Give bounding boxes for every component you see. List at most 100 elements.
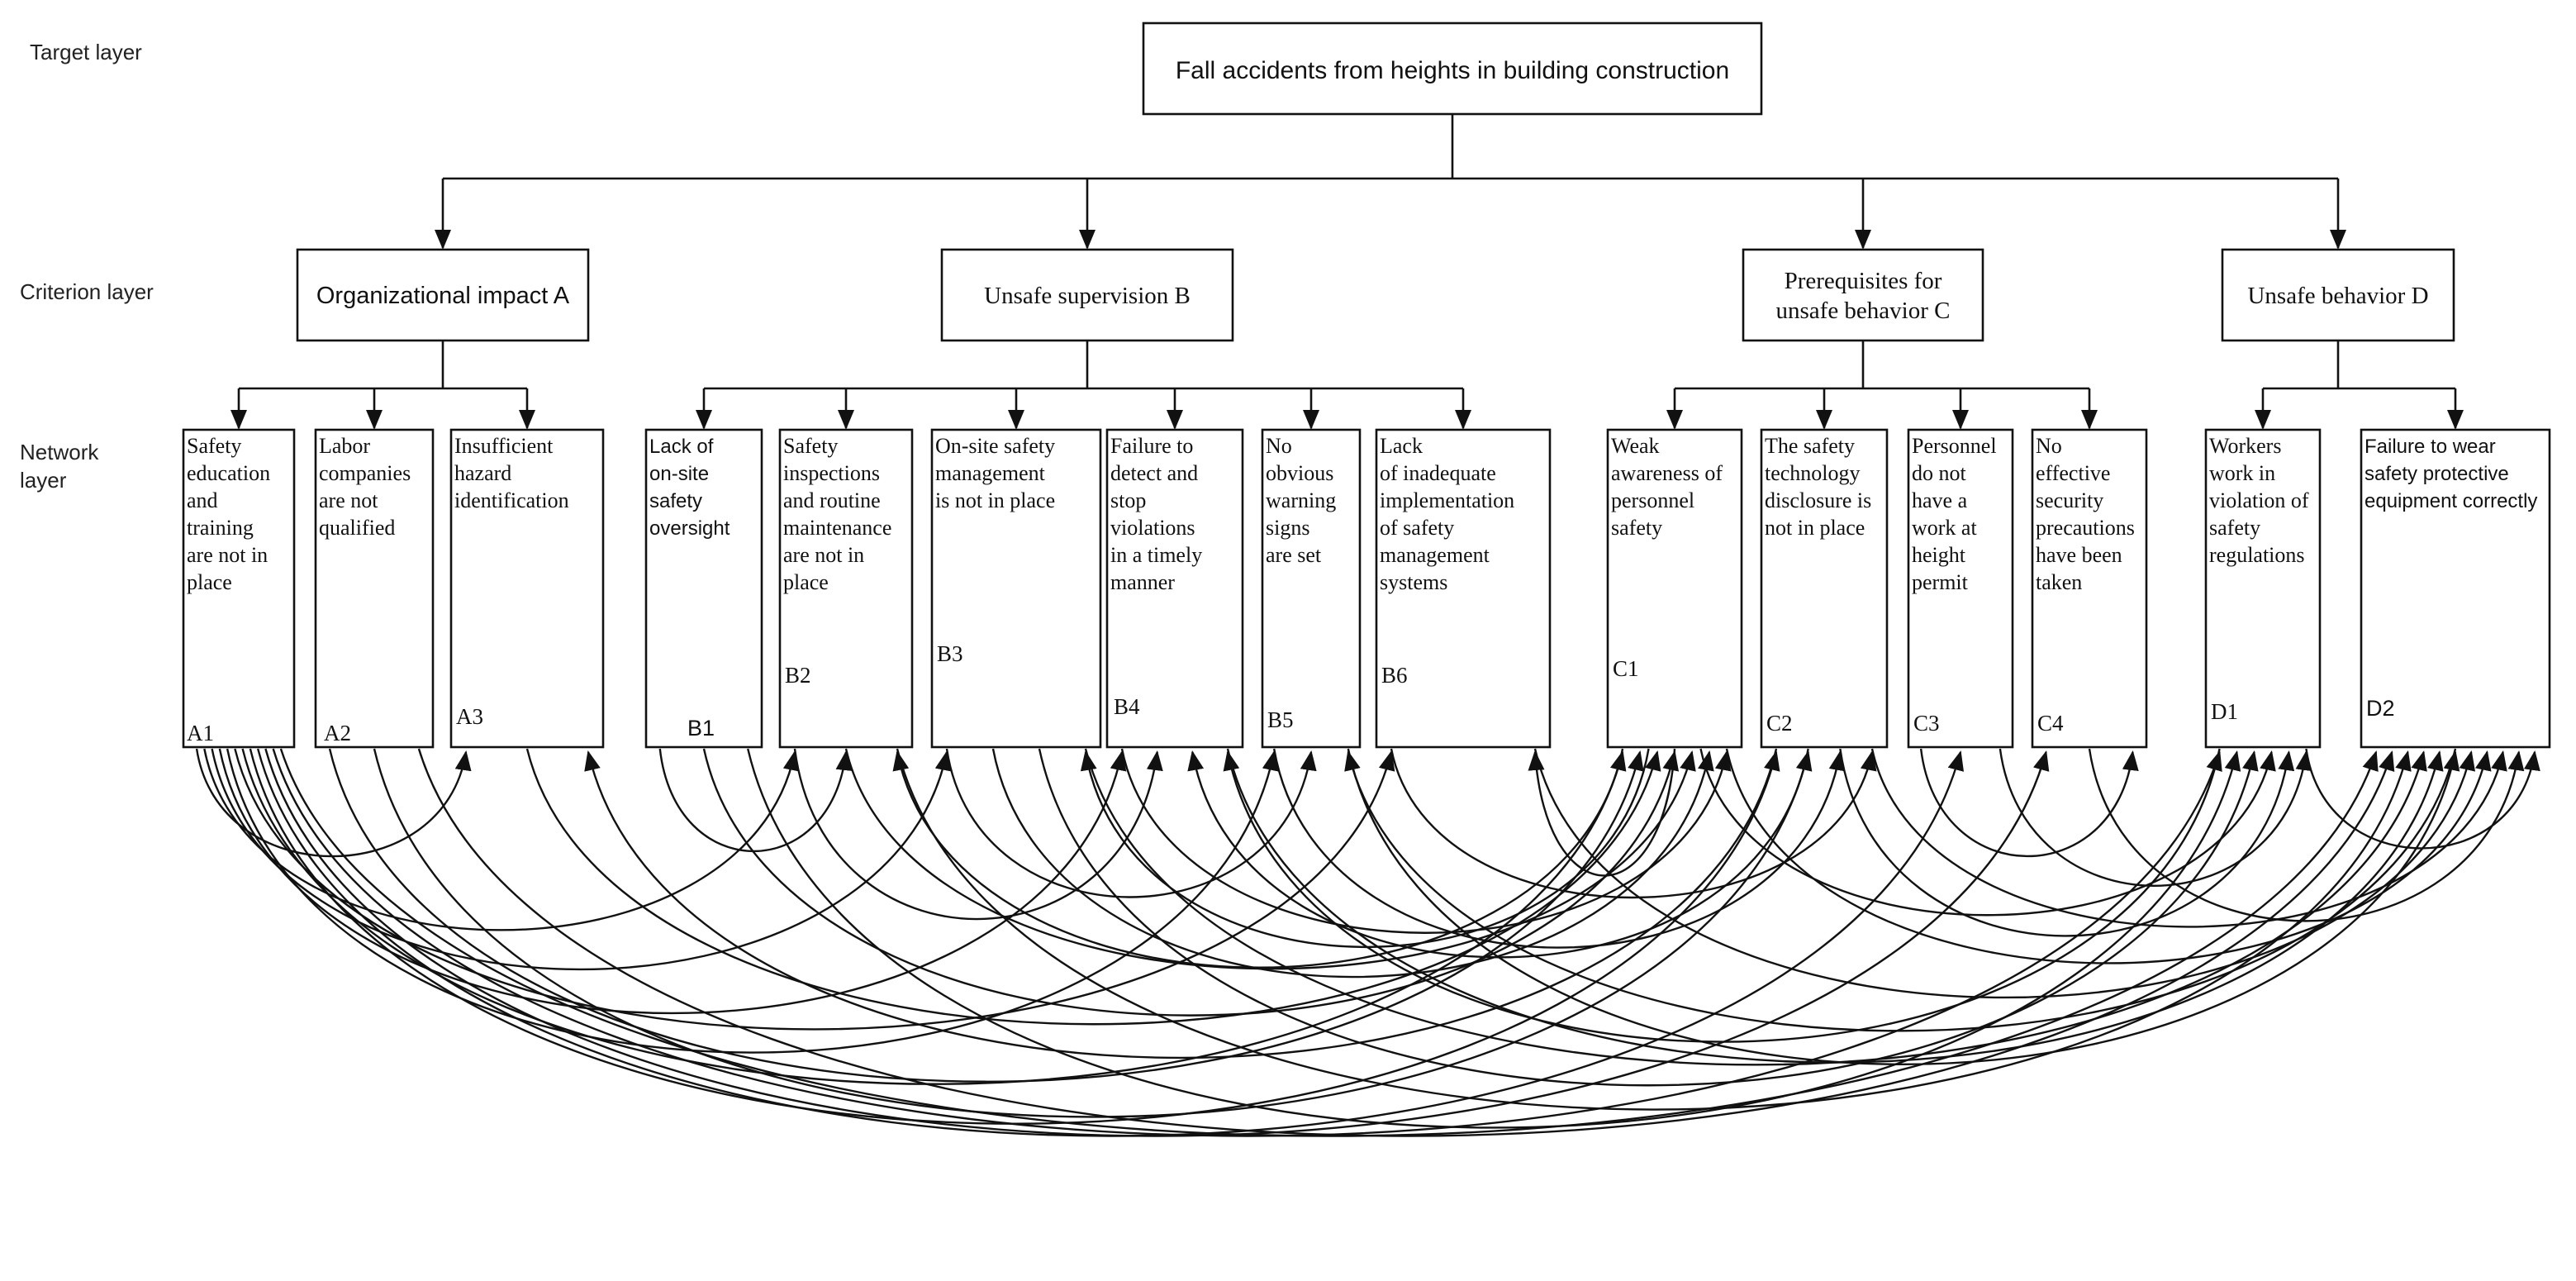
factor-C1-label-line: awareness of (1611, 461, 1723, 485)
factor-node-B6: Lack of inadequate implementation of safety… (1375, 428, 1552, 749)
influence-edge-B6-to-C2 (1390, 748, 1877, 899)
factor-A1-label-line: training (187, 516, 254, 540)
factor-C1-label-line: safety (1611, 516, 1662, 540)
influence-edge-B4-to-C1 (1120, 748, 1732, 934)
influence-edge-C2-to-D1 (1839, 748, 2295, 937)
criterion-node-B: Unsafe supervision B (940, 248, 1234, 342)
criterion-C-label-line: Prerequisites for (1785, 268, 1942, 294)
criterion-layer-label: Criterion layer (20, 279, 154, 304)
factor-B4-code: B4 (1114, 694, 1140, 719)
factor-A1-label-line: are not in (187, 543, 268, 567)
factor-C4-label-line: have been (2036, 543, 2122, 567)
factor-A1-label-line: place (187, 570, 232, 594)
influence-edge-B3-to-B5 (945, 748, 1317, 898)
hierarchy-connectors (231, 114, 2464, 430)
factor-B2-label-line: inspections (783, 461, 880, 485)
factor-B6-label-line: of inadequate (1380, 461, 1496, 485)
influence-edge-D2-to-B5 (1344, 748, 2457, 1032)
factor-C4-label-line: No (2036, 434, 2062, 458)
factor-B4-label-line: in a timely (1110, 543, 1202, 567)
factor-A3-label-line: identification (454, 488, 569, 512)
factor-A2-label-line: companies (319, 461, 411, 485)
influence-edge-A1-to-B2 (203, 748, 800, 931)
influence-edge-A2-to-C2 (373, 748, 1813, 1118)
factor-B2-code: B2 (785, 663, 811, 688)
factor-C1-label-line: personnel (1611, 488, 1694, 512)
factor-A2-label-line: Labor (319, 434, 370, 458)
factor-B2-label-line: are not in (783, 543, 864, 567)
network-layer-label-line1: Network (20, 440, 99, 464)
influence-edge-C1-to-D2 (1725, 748, 2492, 964)
influence-edge-B5-to-C2 (1272, 748, 1846, 949)
factor-C3-label-line: have a (1912, 488, 1968, 512)
factor-B2-label-line: place (783, 570, 829, 594)
factor-D1-label-line: violation of (2209, 488, 2309, 512)
criterion-node-A: Organizational impact A (296, 248, 590, 342)
influence-edge-C2-to-A3 (584, 748, 1778, 1060)
criterion-node-D: Unsafe behavior D (2221, 248, 2455, 342)
factor-A1-label-line: and (187, 488, 218, 512)
factor-B6-label-line: implementation (1380, 488, 1514, 512)
factor-C4-label-line: taken (2036, 570, 2082, 594)
influence-edge-C2-to-D2 (1870, 748, 2507, 928)
factor-B5-code: B5 (1267, 707, 1294, 732)
factor-B6-label-line: management (1380, 543, 1490, 567)
target-node-label: Fall accidents from heights in building … (1176, 57, 1729, 84)
influence-edge-B2-to-B4 (793, 748, 1163, 921)
factor-B4-label-line: violations (1110, 516, 1195, 540)
criterion-node-C: Prerequisites for unsafe behavior C (1742, 248, 1984, 342)
influence-edge-B1-to-C1 (702, 748, 1679, 1017)
factor-C3-label-line: height (1912, 543, 1966, 567)
factor-A2-label-line: qualified (319, 516, 395, 540)
factor-B3-code: B3 (937, 641, 963, 666)
criterion-C-label-line: unsafe behavior C (1776, 298, 1951, 324)
influence-edge-B2-to-C1 (844, 748, 1696, 970)
factor-C3-label-line: work at (1912, 516, 1977, 540)
influence-edge-C1-to-B2 (892, 748, 1624, 969)
factor-A3-label-line: hazard (454, 461, 511, 485)
factor-B5-label-line: warning (1266, 488, 1336, 512)
factor-A1-label-line: Safety (187, 434, 241, 458)
influence-edge-C3-to-C4 (1919, 748, 2139, 858)
factor-A2-label-line: are not (319, 488, 378, 512)
factor-B1-code: B1 (687, 716, 715, 741)
factor-B1-label-line: oversight (649, 517, 730, 540)
factor-B4-label-line: manner (1110, 570, 1175, 594)
factor-B6-label-line: of safety (1380, 516, 1454, 540)
factor-D2-label-line: Failure to wear (2365, 436, 2496, 458)
criterion-A-label-line: Organizational impact A (316, 283, 570, 309)
influence-edge-B3-to-C1 (991, 748, 1714, 979)
factor-C4-label-line: security (2036, 488, 2103, 512)
influence-edge-C2-to-B4 (1187, 748, 1809, 959)
factor-B3-label-line: management (935, 461, 1046, 485)
influence-edge-A1-to-D1 (272, 748, 2222, 1137)
factor-B2-label-line: Safety (783, 434, 838, 458)
factor-B4-label-line: stop (1110, 488, 1146, 512)
factor-C4-label-line: effective (2036, 461, 2110, 485)
factor-C1-code: C1 (1613, 656, 1639, 681)
influence-edge-B3-to-D2 (1084, 748, 2427, 1066)
factor-C2-label-line: disclosure is (1765, 488, 1871, 512)
factor-C2-label-line: not in place (1765, 516, 1865, 540)
network-layer-label-line2: layer (20, 468, 67, 493)
factor-B5-label-line: obvious (1266, 461, 1333, 485)
factor-A1-code: A1 (187, 721, 214, 745)
factor-C3-label-line: Personnel (1912, 434, 1997, 458)
factor-B6-label-line: Lack (1380, 434, 1423, 458)
influence-edge-B1-to-D1 (747, 748, 2241, 1129)
influence-edge-A1-to-B5 (226, 748, 1279, 1054)
factor-A3-code: A3 (456, 704, 483, 729)
influence-edge-D1-to-B4 (1223, 748, 2221, 1043)
influence-edge-A3-to-C1 (525, 748, 1661, 1026)
factor-B2-label-line: and routine (783, 488, 881, 512)
influence-edge-A1-to-C4 (264, 748, 2050, 1137)
